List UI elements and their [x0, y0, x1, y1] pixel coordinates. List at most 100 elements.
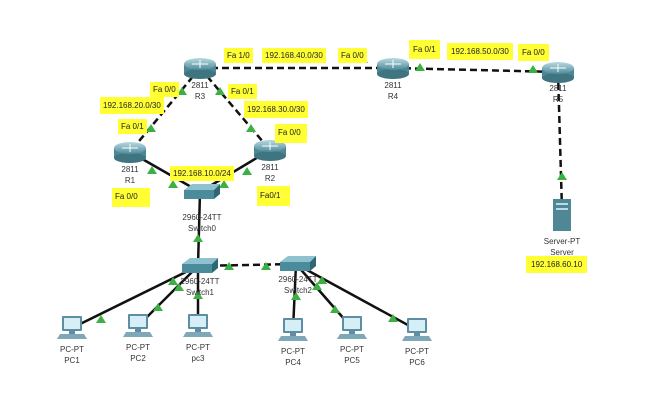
device-model: Server-PT — [543, 237, 581, 246]
router-r3-icon[interactable] — [183, 57, 217, 80]
switch1-icon[interactable] — [182, 258, 218, 273]
device-name: Switch0 — [187, 224, 216, 233]
device-model: 2960-24TT — [180, 277, 220, 286]
device-model: PC-PT — [126, 343, 150, 352]
device-model: PC-PT — [340, 345, 364, 354]
device-model: 2960-24TT — [182, 213, 222, 222]
link-up-icon — [242, 167, 252, 175]
link-up-icon — [168, 180, 178, 188]
pc6-icon[interactable] — [402, 318, 432, 341]
link-up-icon — [388, 314, 398, 322]
link-up-icon — [215, 87, 225, 95]
device-label-pc3: PC-PT pc3 — [168, 342, 228, 364]
device-label-pc4: PC-PT PC4 — [263, 346, 323, 368]
link-up-icon — [317, 276, 327, 284]
server-icon[interactable] — [553, 199, 571, 231]
device-name: PC6 — [409, 358, 425, 367]
note-net50: 192.168.50.0/30 — [447, 43, 513, 60]
device-name: PC4 — [285, 358, 301, 367]
device-model: PC-PT — [281, 347, 305, 356]
link-up-icon — [219, 180, 229, 188]
link-up-icon — [557, 172, 567, 180]
note-net30: 192.168.30.0/30 — [244, 101, 308, 118]
device-label-pc5: PC-PT PC5 — [322, 344, 382, 366]
switch0-icon[interactable] — [184, 184, 220, 199]
router-r4-icon[interactable] — [376, 57, 410, 80]
device-name: pc3 — [191, 354, 205, 363]
device-name: R1 — [124, 176, 136, 185]
router-r5-icon[interactable] — [541, 61, 575, 84]
note-net10: 192.168.10.0/24 — [170, 166, 234, 181]
note-r5-fa00: Fa 0/0 — [518, 44, 549, 61]
pc4-icon[interactable] — [278, 318, 308, 341]
device-name: PC1 — [64, 356, 80, 365]
device-model: 2811 — [261, 163, 279, 172]
pc5-icon[interactable] — [337, 316, 367, 339]
link-up-icon — [177, 87, 187, 95]
router-r2-icon[interactable] — [253, 139, 287, 162]
link-up-icon — [168, 277, 178, 285]
link-r3-r1[interactable] — [129, 67, 201, 153]
note-r2-fa01: Fa0/1 — [257, 186, 291, 206]
device-label-switch2: 2960-24TT Switch2 — [268, 274, 328, 296]
device-model: PC-PT — [186, 343, 210, 352]
link-up-icon — [174, 283, 184, 291]
link-switch0-switch1[interactable] — [196, 191, 202, 267]
note-net40: 192.168.40.0/30 — [262, 48, 326, 63]
device-label-pc1: PC-PT PC1 — [42, 344, 102, 366]
device-label-switch0: 2960-24TT Switch0 — [172, 212, 232, 234]
device-name: Switch2 — [283, 286, 312, 295]
device-model: PC-PT — [405, 347, 429, 356]
device-model: PC-PT — [60, 345, 84, 354]
link-up-icon — [330, 305, 340, 313]
link-switch1-pc1[interactable] — [71, 264, 199, 330]
link-r3-r2[interactable] — [199, 67, 271, 151]
link-r5-server[interactable] — [556, 71, 564, 211]
pc3-icon[interactable] — [183, 314, 213, 337]
device-name: Switch1 — [185, 288, 214, 297]
device-model: 2811 — [191, 81, 209, 90]
device-name: R2 — [264, 174, 276, 183]
link-up-icon — [528, 65, 538, 73]
link-up-icon — [415, 63, 425, 71]
link-up-icon — [193, 291, 203, 299]
note-r3-fa01: Fa 0/1 — [228, 84, 257, 99]
device-name: R4 — [387, 92, 399, 101]
device-model: 2811 — [121, 165, 139, 174]
device-label-switch1: 2960-24TT Switch1 — [170, 276, 230, 298]
router-r1-icon[interactable] — [113, 141, 147, 164]
link-up-icon — [96, 315, 106, 323]
note-server-ip: 192.168.60.10 — [526, 256, 588, 273]
note-r2-fa00: Fa 0/0 — [275, 124, 307, 143]
device-model: 2811 — [549, 84, 567, 93]
pc1-icon[interactable] — [57, 316, 87, 339]
note-r1-fa01: Fa 0/1 — [118, 119, 147, 134]
link-switch2-pc6[interactable] — [295, 262, 418, 332]
note-r3-fa10: Fa 1/0 — [224, 48, 253, 63]
link-up-icon — [193, 234, 203, 242]
note-r4-fa00: Fa 0/0 — [338, 48, 367, 63]
note-r4-fa01: Fa 0/1 — [409, 40, 440, 59]
device-name: PC5 — [344, 356, 360, 365]
device-model: 2960-24TT — [278, 275, 318, 284]
link-up-icon — [147, 166, 157, 174]
switch2-icon[interactable] — [280, 256, 316, 271]
link-up-icon — [224, 262, 234, 270]
device-label-pc6: PC-PT PC6 — [387, 346, 447, 368]
link-up-icon — [312, 282, 322, 290]
pc2-icon[interactable] — [123, 314, 153, 337]
link-up-icon — [153, 303, 163, 311]
device-name: R5 — [552, 95, 564, 104]
link-up-icon — [291, 292, 301, 300]
link-up-icon — [261, 262, 271, 270]
link-up-icon — [246, 124, 256, 132]
note-net20: 192.168.20.0/30 — [100, 97, 164, 114]
